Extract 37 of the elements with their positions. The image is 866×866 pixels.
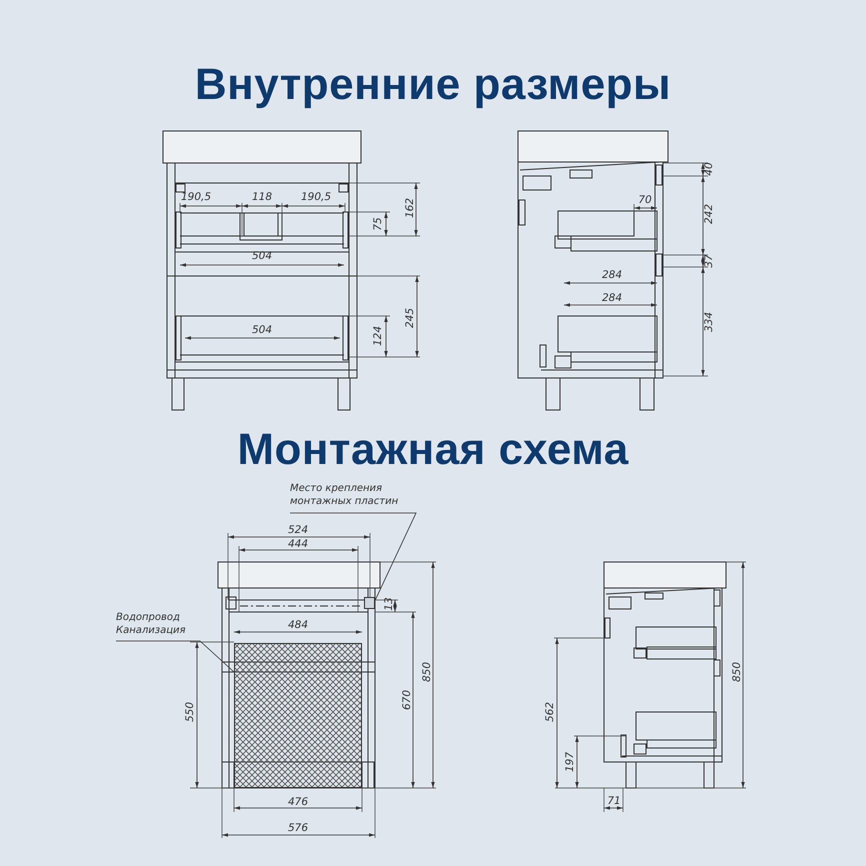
heading: Монтажная схема: [237, 425, 629, 475]
dimension-value: 190,5: [300, 192, 332, 202]
dimension-value: 444: [288, 538, 308, 550]
heading: Внутренние размеры: [194, 60, 672, 110]
dimension-value: 162: [404, 198, 416, 218]
mounting-plate: [364, 597, 375, 609]
dimension-value: 550: [184, 702, 196, 722]
callout-text: Канализация: [116, 624, 187, 637]
dimension-value: 40: [704, 162, 714, 176]
leader-line: [290, 512, 417, 601]
dimension-value: 476: [288, 796, 308, 808]
dimension-value: 190,5: [180, 192, 212, 202]
dimension-value: 124: [372, 326, 384, 346]
dimension-value: 484: [288, 620, 308, 630]
dimension-value: 670: [402, 690, 412, 710]
dimension-value: 524: [288, 524, 308, 536]
dimension-value: 70: [638, 194, 652, 206]
dimension-value: 75: [372, 217, 384, 231]
callout-text: Место крепления монтажных пластин: [290, 482, 400, 508]
dimension-value: 284: [602, 292, 622, 304]
dimension-value: 562: [544, 702, 556, 722]
dimension-value: 197: [564, 752, 576, 772]
dimension-value: 850: [732, 662, 742, 682]
dimension-value: 37: [704, 254, 714, 268]
dimension-value: 245: [404, 308, 416, 328]
dimension-value: 242: [704, 204, 714, 224]
callout-text: Водопровод: [116, 611, 181, 624]
dimension-value: 13: [384, 597, 394, 611]
hatched-area: [234, 643, 362, 788]
dimension-value: 284: [602, 270, 622, 280]
dimension-value: 576: [288, 822, 308, 834]
dimension-value: 71: [607, 796, 621, 806]
dimension-value: 850: [422, 662, 432, 682]
dimension-value: 334: [704, 312, 714, 332]
leader-line: [116, 640, 234, 672]
dimension-value: 118: [252, 192, 272, 202]
dimension-value: 504: [252, 324, 272, 336]
